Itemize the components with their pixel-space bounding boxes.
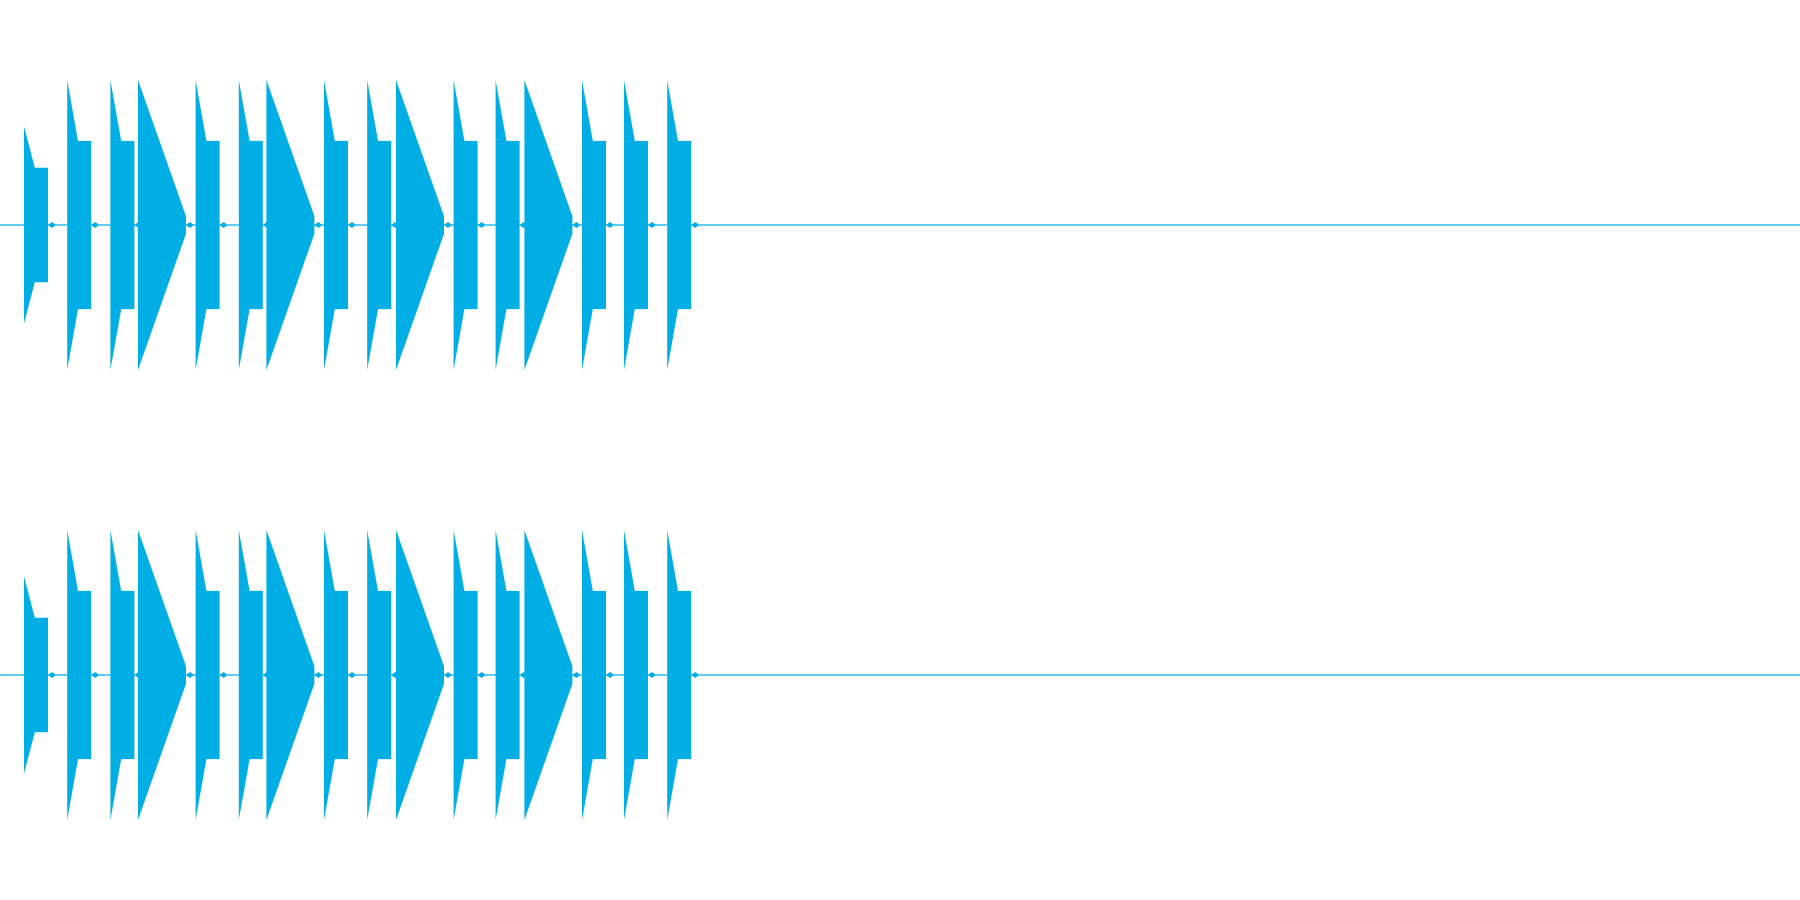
waveform-pulse bbox=[238, 530, 263, 820]
waveform-pulse bbox=[367, 80, 392, 370]
waveform-tail bbox=[314, 672, 323, 678]
waveform-tail bbox=[477, 222, 486, 228]
waveform-pulse bbox=[453, 80, 478, 370]
waveform-tail bbox=[91, 222, 100, 228]
waveform-pulse bbox=[396, 80, 444, 370]
channel-1 bbox=[0, 80, 1800, 370]
channel-2 bbox=[0, 530, 1800, 820]
waveform-pulse bbox=[324, 80, 348, 370]
waveform-pulse bbox=[396, 530, 444, 820]
waveform-tail bbox=[606, 672, 614, 678]
waveform-tail bbox=[219, 672, 228, 678]
waveform-pulse bbox=[582, 530, 606, 820]
waveform-tail bbox=[648, 672, 656, 678]
waveform-pulse bbox=[582, 80, 606, 370]
waveform-tail bbox=[477, 672, 486, 678]
waveform-pulse bbox=[266, 80, 315, 370]
waveform-pulse bbox=[24, 126, 48, 324]
waveform-pulse bbox=[524, 80, 573, 370]
waveform-pulse bbox=[495, 80, 520, 370]
waveform-tail bbox=[219, 222, 228, 228]
waveform-pulse bbox=[667, 530, 692, 820]
waveform-tail bbox=[91, 672, 100, 678]
waveform-pulse bbox=[24, 576, 48, 774]
waveform-pulse bbox=[495, 530, 520, 820]
waveform-tail bbox=[691, 222, 700, 228]
waveform-tail bbox=[444, 222, 452, 228]
waveform-tail bbox=[186, 672, 194, 678]
waveform-pulse bbox=[367, 530, 392, 820]
waveform-tail bbox=[691, 672, 700, 678]
waveform-tail bbox=[348, 222, 356, 228]
waveform-pulse bbox=[324, 530, 348, 820]
waveform-pulse bbox=[238, 80, 263, 370]
waveform-pulse bbox=[67, 530, 92, 820]
waveform-tail bbox=[572, 222, 581, 228]
waveform-tail bbox=[572, 672, 581, 678]
waveform-tail bbox=[606, 222, 614, 228]
waveform-pulse bbox=[624, 80, 648, 370]
waveform-pulse bbox=[138, 80, 186, 370]
waveform-tail bbox=[186, 222, 194, 228]
waveform-pulse bbox=[524, 530, 573, 820]
waveform-pulse bbox=[110, 80, 135, 370]
waveform-tail bbox=[348, 672, 356, 678]
waveform-tail bbox=[314, 222, 323, 228]
waveform-tail bbox=[48, 672, 56, 678]
waveform-pulse bbox=[624, 530, 648, 820]
waveform-pulse bbox=[453, 530, 478, 820]
waveform-tail bbox=[648, 222, 656, 228]
waveform-pulse bbox=[195, 530, 220, 820]
waveform-tail bbox=[444, 672, 452, 678]
waveform-pulse bbox=[67, 80, 92, 370]
waveform-tail bbox=[48, 222, 56, 228]
waveform-pulse bbox=[110, 530, 135, 820]
waveform-pulse bbox=[266, 530, 315, 820]
waveform-pulse bbox=[667, 80, 692, 370]
waveform-pulse bbox=[195, 80, 220, 370]
waveform-pulse bbox=[138, 530, 186, 820]
